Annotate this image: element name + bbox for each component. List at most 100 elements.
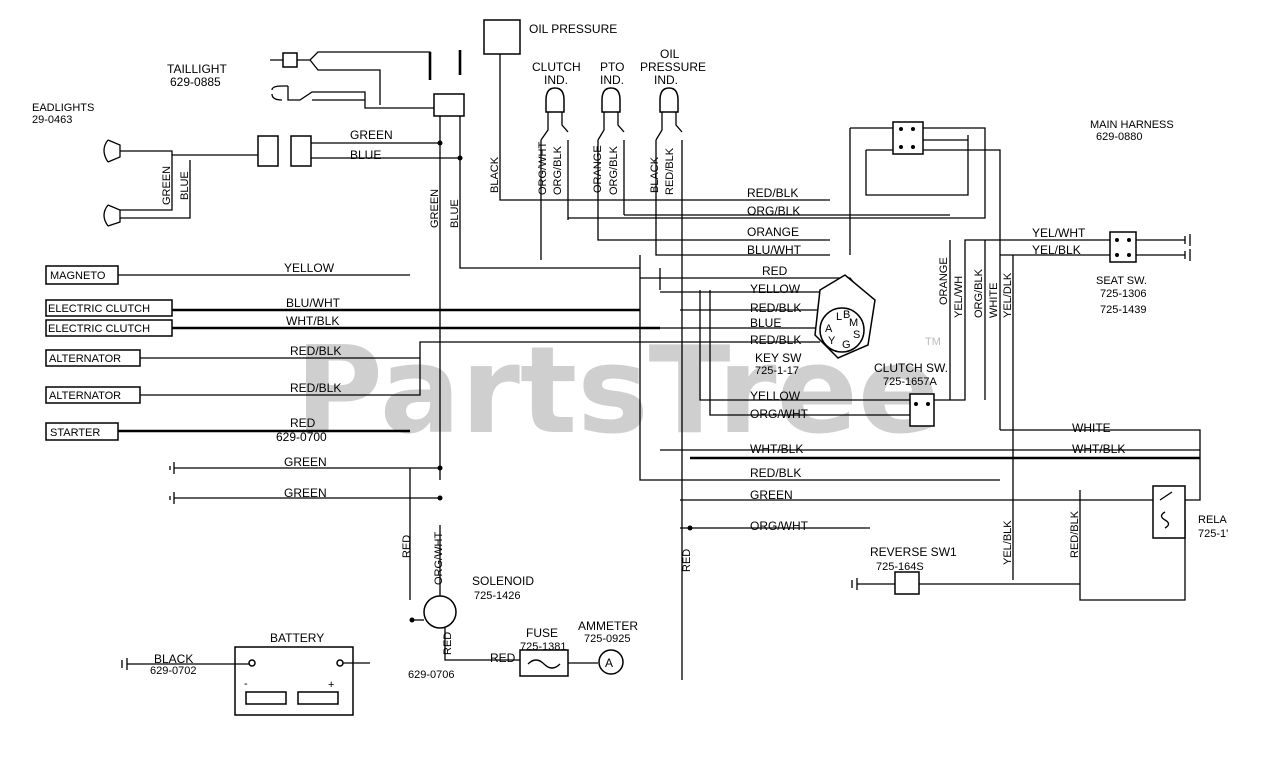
taillight-bulb-1 xyxy=(270,50,462,105)
electric-clutch-connector-1: ELECTRIC CLUTCH xyxy=(45,299,173,317)
green-g1-label: GREEN xyxy=(284,455,327,469)
svg-text:G: G xyxy=(842,339,851,351)
clutch-ind-label-2: IND. xyxy=(544,73,568,87)
battery-minus: - xyxy=(244,678,248,690)
ammeter-symbol: A xyxy=(605,656,613,670)
black-cable-part-number: 629-0702 xyxy=(150,665,197,677)
headlight-1 xyxy=(103,139,173,211)
red-sol2-label: RED xyxy=(442,632,454,655)
oil-pressure-label: OIL PRESSURE xyxy=(529,22,617,36)
h-blue-label: BLUE xyxy=(750,316,781,330)
h-wht-blk-label: WHT/BLK xyxy=(750,442,803,456)
h-red-blk-label: RED/BLK xyxy=(747,186,798,200)
seat-sw-part-number-2: 725-1439 xyxy=(1100,304,1147,316)
h-red-blk4-label: RED/BLK xyxy=(750,466,801,480)
seat-switch xyxy=(1109,231,1137,263)
svg-text:S: S xyxy=(853,329,860,341)
orange-v-label: ORANGE xyxy=(592,145,604,193)
red-starter-label: RED xyxy=(290,416,316,430)
h-orange-label: ORANGE xyxy=(747,225,799,239)
svg-text:MAGNETO: MAGNETO xyxy=(50,270,106,282)
main-harness-part-number: 629-0880 xyxy=(1096,131,1143,143)
relay-part-number: 725-1' xyxy=(1198,528,1228,540)
reverse-sw-label: REVERSE SW1 xyxy=(870,545,957,559)
headlight-connector-a xyxy=(257,135,279,167)
org-blk-v2-label: ORG/BLK xyxy=(608,145,620,195)
headlights-part-number: 29-0463 xyxy=(32,114,72,126)
oilp-ind-label-3: IND. xyxy=(654,73,678,87)
magneto-connector: MAGNETO xyxy=(45,265,119,285)
oil-pressure-indicator-lamp xyxy=(655,87,683,680)
vert-green-label: GREEN xyxy=(429,189,441,228)
yel-blk-label: YEL/BLK xyxy=(1032,243,1081,257)
h-org-blk-label: ORG/BLK xyxy=(747,204,800,218)
reverse-sw-part-number: 725-164S xyxy=(876,561,924,573)
headlight-2 xyxy=(103,160,191,227)
r-yel-wh-label: YEL/WH xyxy=(953,276,965,318)
white-label: WHITE xyxy=(1072,421,1111,435)
svg-text:Y: Y xyxy=(828,335,836,347)
solenoid-part-number: 725-1426 xyxy=(474,590,521,602)
yel-blk-v-label: YEL/BLK xyxy=(1002,520,1014,565)
svg-text:M: M xyxy=(849,317,858,329)
headlight-connector xyxy=(433,93,465,117)
yel-wht-label: YEL/WHT xyxy=(1032,226,1086,240)
battery-pos-cell xyxy=(297,691,339,705)
electric-clutch-connector-2: ELECTRIC CLUTCH xyxy=(45,319,173,337)
starter-connector: STARTER xyxy=(45,422,119,441)
svg-text:ALTERNATOR: ALTERNATOR xyxy=(49,390,121,402)
svg-text:B: B xyxy=(843,309,850,321)
key-sw-part-number: 725-1-17 xyxy=(755,365,799,377)
reverse-switch xyxy=(894,571,920,595)
h-red-blk3-label: RED/BLK xyxy=(750,333,801,347)
seat-sw-label: SEAT SW. xyxy=(1096,275,1147,287)
clutch-sw-part-number: 725-1657A xyxy=(883,376,937,388)
clutch-indicator-lamp xyxy=(540,87,569,260)
red-blk-v-label: RED/BLK xyxy=(664,147,676,195)
battery-plus: + xyxy=(328,679,334,691)
svg-text:ALTERNATOR: ALTERNATOR xyxy=(49,353,121,365)
red-sol-label: RED xyxy=(401,535,413,558)
headlights-label: EADLIGHTS xyxy=(32,102,94,114)
battery xyxy=(234,646,354,716)
wire-label-green-top: GREEN xyxy=(350,128,393,142)
org-wht-sol-label: ORG/WHT xyxy=(433,532,445,585)
org-blk-v-label: ORG/BLK xyxy=(552,145,564,195)
wht-blk-label: WHT/BLK xyxy=(286,314,339,328)
black-v-label: BLACK xyxy=(489,156,501,193)
red-v-mid-label: RED xyxy=(681,549,693,572)
ammeter-label: AMMETER xyxy=(578,619,638,633)
fuse-part-number: 725-1381 xyxy=(520,641,567,653)
red-fuse-label: RED xyxy=(490,651,516,665)
black-v2-label: BLACK xyxy=(649,156,661,193)
relay-label: RELA xyxy=(1198,514,1227,526)
black-cable-label: BLACK xyxy=(154,652,193,666)
fuse xyxy=(519,649,569,677)
h-red-blk2-label: RED/BLK xyxy=(750,301,801,315)
key-sw-label: KEY SW xyxy=(755,351,802,365)
h-green-label: GREEN xyxy=(750,488,793,502)
h-yellow-label: YELLOW xyxy=(750,282,801,296)
pto-switch xyxy=(892,121,924,155)
head-green-label: GREEN xyxy=(161,166,173,205)
org-wht-v-label: ORG/WHT xyxy=(537,142,549,195)
red-blk-2-label: RED/BLK xyxy=(290,381,341,395)
seat-sw-part-number-1: 725-1306 xyxy=(1100,288,1147,300)
watermark-tm: TM xyxy=(925,336,941,348)
main-harness-label: MAIN HARNESS xyxy=(1090,119,1174,131)
h-red-label: RED xyxy=(762,264,788,278)
svg-text:ELECTRIC CLUTCH: ELECTRIC CLUTCH xyxy=(48,323,150,335)
relay xyxy=(1152,485,1186,539)
ammeter-part-number: 725-0925 xyxy=(584,633,631,645)
pto-ind-label-2: IND. xyxy=(600,73,624,87)
clutch-ind-label-1: CLUTCH xyxy=(532,60,581,74)
solenoid xyxy=(423,595,457,629)
alternator-connector-1: ALTERNATOR xyxy=(45,349,141,367)
r-yel-dlk-label: YEL/DLK xyxy=(1002,272,1014,318)
oilp-ind-label-1: OIL xyxy=(660,47,680,61)
clutch-switch xyxy=(909,393,935,427)
r-white-label: WHITE xyxy=(988,283,1000,318)
fuse-label: FUSE xyxy=(526,626,558,640)
battery-neg-cell xyxy=(245,691,287,705)
